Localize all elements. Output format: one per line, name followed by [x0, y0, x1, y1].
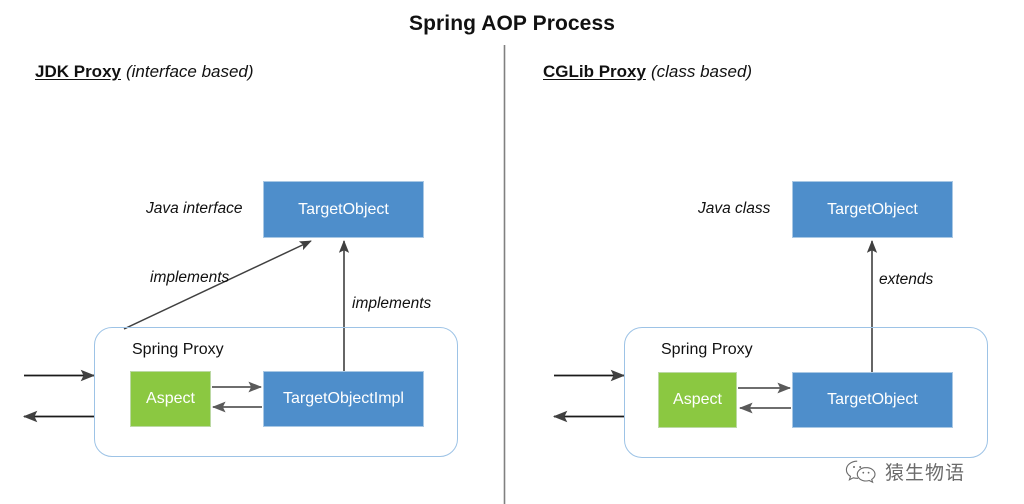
watermark: 猿生物语 — [845, 458, 965, 485]
section-heading-jdk-kind: JDK Proxy — [35, 62, 121, 81]
node-target-object-impl[interactable]: TargetObjectImpl — [263, 371, 424, 427]
section-heading-cglib: CGLib Proxy(class based) — [543, 62, 752, 82]
node-aspect-jdk[interactable]: Aspect — [130, 371, 211, 427]
label-spring-proxy-jdk: Spring Proxy — [132, 341, 224, 358]
label-implements-diagonal: implements — [150, 269, 230, 286]
label-spring-proxy-cglib: Spring Proxy — [661, 341, 753, 358]
section-heading-jdk-qualifier: (interface based) — [125, 62, 254, 81]
section-heading-cglib-qualifier: (class based) — [650, 62, 753, 81]
node-aspect-cglib[interactable]: Aspect — [658, 372, 737, 428]
node-target-object-proxied[interactable]: TargetObject — [792, 372, 953, 428]
wechat-icon — [845, 460, 876, 483]
page-title: Spring AOP Process — [408, 12, 616, 35]
label-java-interface: Java interface — [146, 200, 243, 217]
node-target-object-class[interactable]: TargetObject — [792, 181, 953, 238]
label-java-class: Java class — [698, 200, 771, 217]
label-implements-vertical: implements — [352, 295, 432, 312]
container-spring-proxy-jdk — [94, 327, 458, 457]
container-spring-proxy-cglib — [624, 327, 988, 458]
watermark-text: 猿生物语 — [885, 462, 966, 484]
section-heading-jdk: JDK Proxy(interface based) — [35, 62, 254, 82]
section-heading-cglib-kind: CGLib Proxy — [543, 62, 646, 81]
label-extends: extends — [879, 271, 934, 288]
node-target-object-interface[interactable]: TargetObject — [263, 181, 424, 238]
